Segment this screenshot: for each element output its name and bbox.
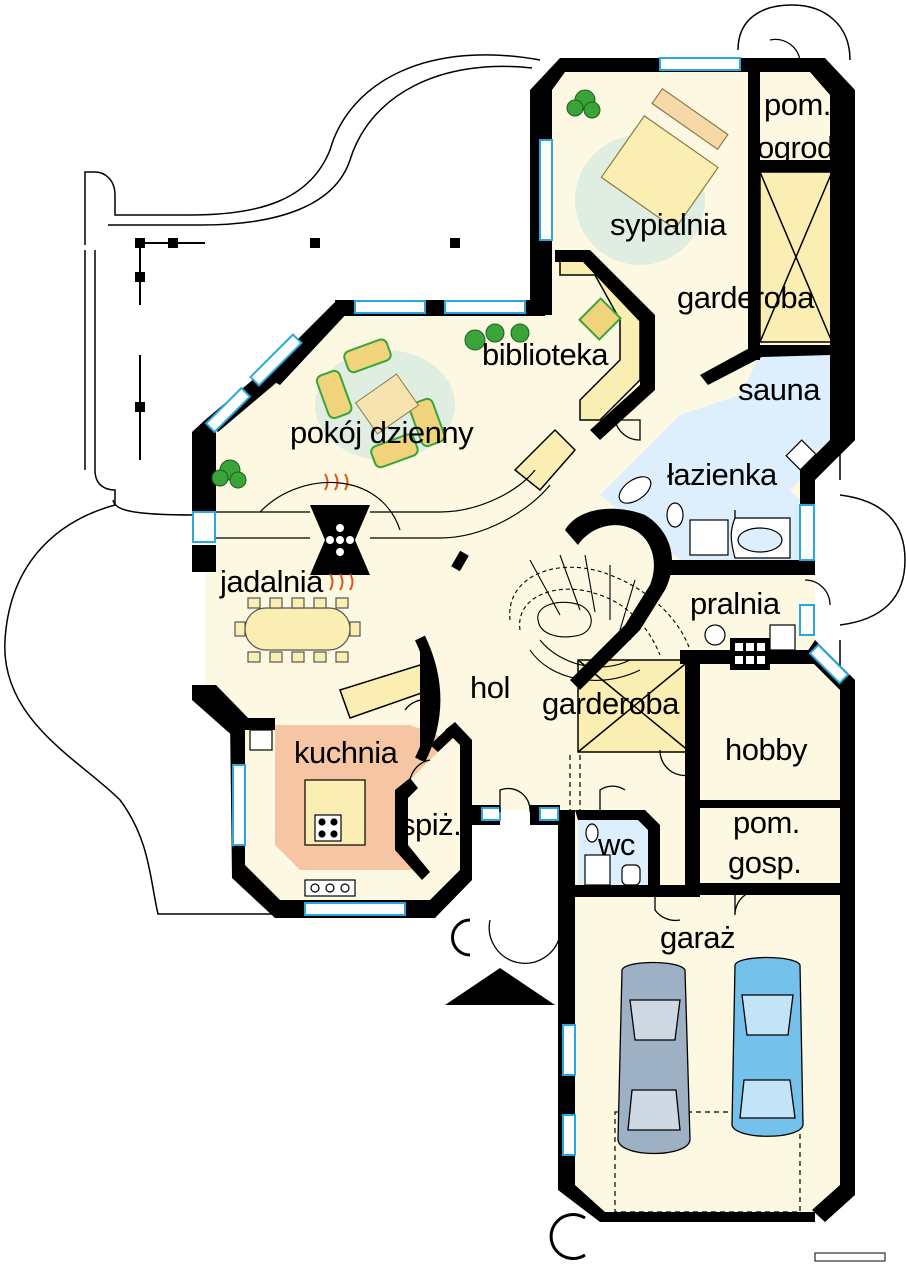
fireplace-icon — [310, 473, 370, 591]
label-pralnia: pralnia — [690, 586, 781, 621]
doors — [404, 38, 831, 1260]
label-hol: hol — [470, 670, 510, 705]
label-hobby: hobby — [725, 732, 808, 767]
kitchen-fixtures — [249, 729, 366, 897]
windows — [192, 57, 850, 1156]
stairs-icon — [509, 554, 691, 681]
terrace-posts — [135, 238, 460, 460]
bed-icon — [600, 87, 729, 230]
label-sypialnia: sypialnia — [610, 207, 727, 242]
coffee-table — [354, 373, 420, 435]
label-jadalnia: jadalnia — [219, 564, 324, 599]
entrance-arrow-icon — [445, 968, 555, 1005]
label-pokoj-dzienny: pokój dzienny — [290, 415, 474, 450]
label-pom-gosp-2: gosp. — [728, 845, 801, 880]
label-kuchnia: kuchnia — [294, 735, 399, 770]
label-pom-ogrod-2: ogrod — [757, 130, 834, 165]
label-wc: wc — [597, 827, 635, 862]
label-biblioteka: biblioteka — [482, 337, 609, 372]
terrace-outline — [4, 4, 906, 915]
living-curve — [216, 469, 551, 539]
label-sauna: sauna — [738, 372, 821, 407]
sauna-floor — [730, 355, 830, 470]
scale-bar — [814, 1252, 886, 1262]
label-pom-gosp-1: pom. — [733, 805, 800, 840]
toilet-icon — [585, 823, 599, 843]
dining-table-icon — [234, 597, 361, 663]
sofa-icon — [315, 338, 446, 469]
label-lazienka: łazienka — [667, 457, 778, 492]
room-labels: pom. ogrod sypialnia garderoba bibliotek… — [219, 87, 834, 955]
stove-icon — [314, 814, 342, 842]
label-pom-ogrod-1: pom. — [764, 87, 831, 122]
label-garderoba-top: garderoba — [677, 280, 815, 315]
living-arc — [259, 481, 401, 531]
label-garderoba-mid: garderoba — [542, 686, 680, 721]
shower-icon — [584, 854, 611, 886]
armchair-icon — [578, 297, 622, 341]
label-garaz: garaż — [660, 920, 735, 955]
dashed-lines — [569, 755, 801, 1213]
label-spiz: spiż. — [400, 807, 461, 842]
laundry-unit — [730, 638, 770, 670]
bathroom-fixtures — [584, 439, 817, 886]
car-icon — [617, 956, 804, 1155]
plant-icon — [211, 89, 601, 489]
laundry-grid — [735, 643, 765, 664]
